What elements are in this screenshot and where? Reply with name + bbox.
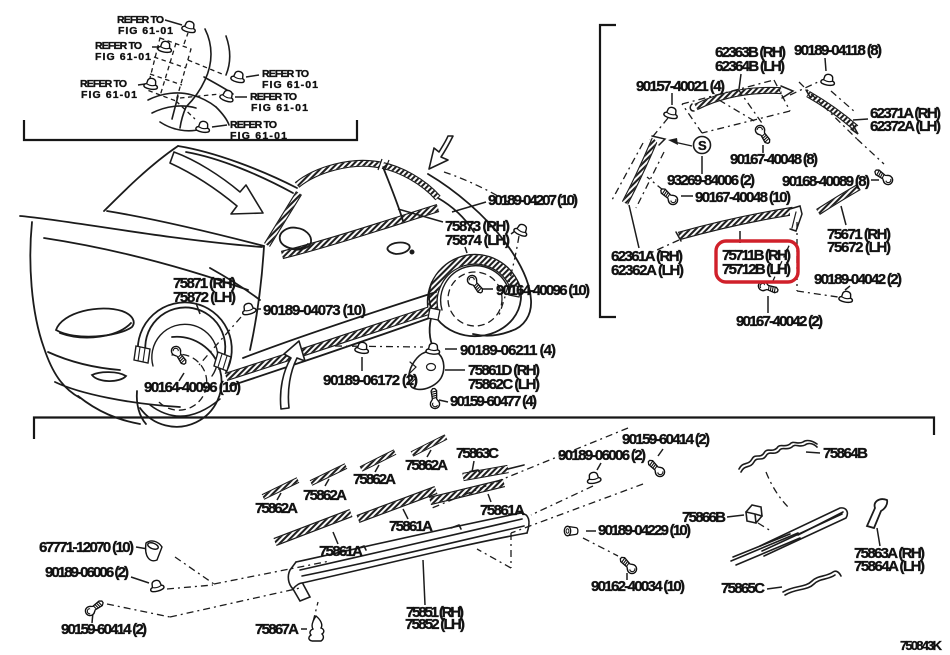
svg-text:REFER TO: REFER TO: [95, 40, 142, 52]
svg-text:FIG 61-01: FIG 61-01: [230, 130, 287, 142]
svg-text:62372A (LH): 62372A (LH): [870, 118, 941, 135]
svg-text:62362A (LH): 62362A (LH): [611, 262, 684, 279]
svg-text:90189-06172 (2): 90189-06172 (2): [323, 372, 418, 389]
svg-text:75864B: 75864B: [823, 445, 868, 462]
svg-text:62363B (RH): 62363B (RH): [715, 44, 786, 61]
svg-text:93269-84006 (2): 93269-84006 (2): [667, 172, 755, 189]
svg-text:90168-40089 (8): 90168-40089 (8): [782, 173, 870, 190]
svg-text:75861A: 75861A: [389, 518, 433, 535]
svg-text:90164-40096 (10): 90164-40096 (10): [144, 379, 241, 396]
svg-text:90157-40021 (4): 90157-40021 (4): [636, 78, 725, 95]
svg-text:75862A: 75862A: [303, 487, 347, 504]
svg-text:75671 (RH): 75671 (RH): [827, 226, 891, 243]
svg-text:90167-40048 (10): 90167-40048 (10): [695, 189, 791, 206]
svg-text:75862C (LH): 75862C (LH): [468, 376, 540, 393]
svg-text:75862A: 75862A: [255, 500, 298, 517]
svg-text:REFER TO: REFER TO: [117, 14, 164, 26]
svg-text:90189-04042 (2): 90189-04042 (2): [814, 271, 902, 288]
svg-text:62364B (LH): 62364B (LH): [715, 58, 785, 75]
svg-text:75867A: 75867A: [255, 621, 299, 638]
svg-text:90189-06006 (2): 90189-06006 (2): [45, 564, 129, 581]
svg-text:90159-60477 (4): 90159-60477 (4): [450, 393, 537, 410]
svg-text:75711B (RH): 75711B (RH): [722, 247, 791, 264]
svg-text:75852 (LH): 75852 (LH): [405, 616, 465, 633]
svg-text:75861A: 75861A: [319, 543, 363, 560]
svg-text:90159-60414 (2): 90159-60414 (2): [61, 621, 147, 638]
svg-text:REFER TO: REFER TO: [80, 78, 127, 90]
svg-text:67771-12070 (10): 67771-12070 (10): [39, 539, 134, 556]
svg-text:75873 (RH): 75873 (RH): [445, 218, 510, 235]
svg-text:FIG 61-01: FIG 61-01: [262, 79, 318, 91]
svg-text:REFER TO: REFER TO: [262, 68, 309, 80]
svg-text:90189-06006 (2): 90189-06006 (2): [558, 447, 646, 464]
svg-text:75864A (LH): 75864A (LH): [854, 558, 925, 575]
svg-text:90167-40048 (8): 90167-40048 (8): [730, 151, 818, 168]
svg-text:REFER TO: REFER TO: [230, 119, 277, 131]
svg-text:62361A (RH): 62361A (RH): [611, 248, 683, 265]
svg-text:75874 (LH): 75874 (LH): [445, 232, 510, 249]
svg-text:REFER TO: REFER TO: [250, 91, 297, 103]
svg-text:750843K: 750843K: [900, 638, 943, 653]
svg-text:90167-40042 (2): 90167-40042 (2): [736, 313, 823, 330]
svg-text:S: S: [698, 138, 707, 153]
svg-text:90164-40096 (10): 90164-40096 (10): [496, 282, 590, 299]
svg-text:90189-04207 (10): 90189-04207 (10): [488, 192, 578, 209]
svg-text:75865C: 75865C: [721, 580, 765, 597]
svg-text:62371A (RH): 62371A (RH): [870, 105, 941, 122]
svg-text:FIG 61-01: FIG 61-01: [81, 89, 137, 101]
svg-text:75871 (RH): 75871 (RH): [173, 275, 236, 292]
svg-text:FIG 61-01: FIG 61-01: [95, 51, 151, 63]
svg-text:90189-04229 (10): 90189-04229 (10): [598, 522, 691, 539]
svg-text:75712B (LH): 75712B (LH): [722, 261, 791, 278]
svg-text:75851 (RH): 75851 (RH): [406, 604, 464, 621]
svg-text:75862A: 75862A: [353, 471, 396, 488]
svg-text:75861A: 75861A: [480, 502, 525, 519]
svg-text:90189-04118 (8): 90189-04118 (8): [794, 42, 882, 59]
svg-text:90189-06211 (4): 90189-06211 (4): [460, 342, 556, 359]
svg-text:FIG 61-01: FIG 61-01: [251, 102, 308, 114]
svg-text:75863A (RH): 75863A (RH): [854, 545, 925, 562]
svg-text:90162-40034 (10): 90162-40034 (10): [591, 578, 685, 595]
svg-text:75866B: 75866B: [682, 509, 726, 526]
svg-text:75672 (LH): 75672 (LH): [827, 239, 891, 256]
svg-text:75861D (RH): 75861D (RH): [468, 362, 540, 379]
svg-text:FIG 61-01: FIG 61-01: [118, 25, 173, 37]
svg-text:75863C: 75863C: [456, 445, 499, 462]
svg-text:75872 (LH): 75872 (LH): [173, 289, 236, 306]
svg-text:90189-04073 (10): 90189-04073 (10): [263, 302, 366, 319]
svg-text:90159-60414 (2): 90159-60414 (2): [622, 431, 710, 448]
svg-text:75862A: 75862A: [405, 457, 448, 474]
